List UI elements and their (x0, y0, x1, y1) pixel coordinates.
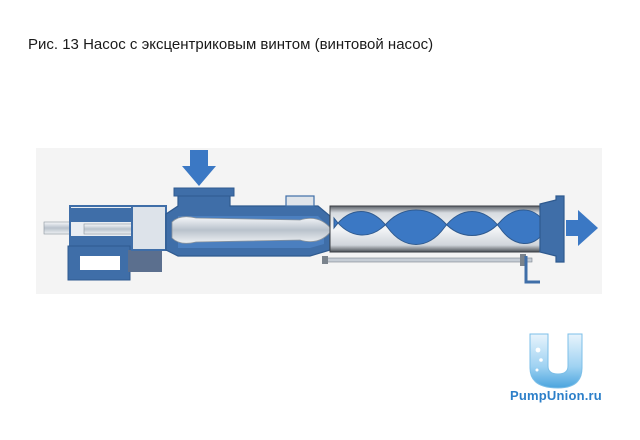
outlet-arrow-icon (566, 210, 598, 246)
bearing-housing-top (70, 208, 132, 222)
base-support (128, 250, 162, 272)
pumpunion-logo (529, 333, 583, 389)
screw-pump-diagram (43, 150, 598, 284)
base-foot-window (80, 256, 120, 270)
discharge-casing (539, 195, 565, 263)
inlet-flange (173, 187, 235, 197)
tie-rod-nut-right (520, 254, 526, 266)
tie-rod-nut-left (322, 256, 328, 264)
coupling-rod (171, 216, 333, 244)
seal-housing (131, 205, 167, 251)
tie-rod (325, 257, 533, 263)
top-clamp (285, 195, 315, 207)
inlet-arrow-icon (182, 150, 216, 186)
support-bracket (524, 256, 540, 284)
logo-text[interactable]: PumpUnion.ru (510, 388, 602, 403)
figure-caption: Рис. 13 Насос с эксцентриковым винтом (в… (28, 36, 434, 53)
